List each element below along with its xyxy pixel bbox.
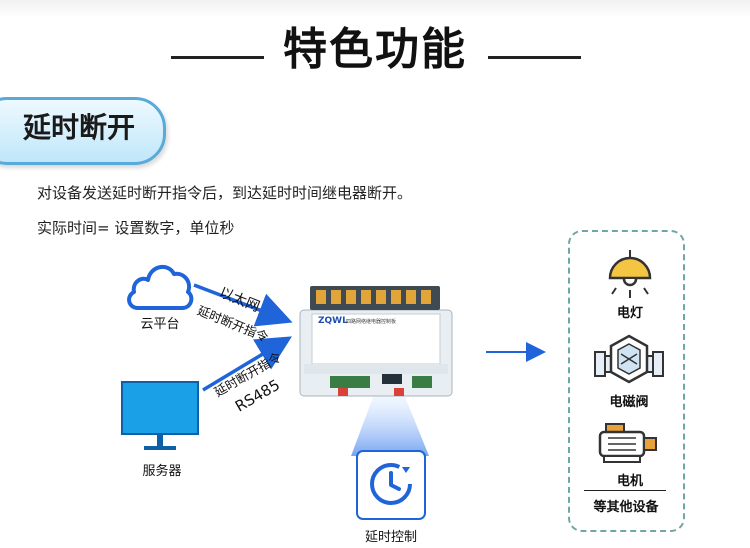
relay-device <box>299 286 453 397</box>
title-line-left <box>171 56 264 59</box>
motor-label: 电机 <box>616 474 643 489</box>
timer-icon <box>370 463 412 505</box>
delay-beam <box>351 392 429 456</box>
section-label: 延时断开 <box>23 111 136 144</box>
page-title: 特色功能 <box>283 24 467 75</box>
title-line-right <box>488 56 581 59</box>
valve-label: 电磁阀 <box>609 395 649 410</box>
cloud-icon <box>127 264 194 310</box>
server-label: 服务器 <box>142 464 182 479</box>
delay-control-label: 延时控制 <box>364 530 417 545</box>
device-brand: ZQWL <box>318 316 348 326</box>
device-name: 四路网络继电器控制板 <box>346 319 397 325</box>
description-line-1: 对设备发送延时断开指令后，到达延时时间继电器断开。 <box>37 184 413 202</box>
monitor-icon <box>121 381 199 450</box>
cloud-label: 云平台 <box>140 317 180 332</box>
description-line-2: 实际时间= 设置数字，单位秒 <box>37 219 235 237</box>
other-devices-label: 等其他设备 <box>593 500 659 515</box>
motor-icon <box>598 423 657 463</box>
top-shade <box>0 0 750 18</box>
lamp-label: 电灯 <box>616 306 643 321</box>
title-bar: 特色功能 <box>0 14 750 75</box>
outputs-panel <box>568 230 685 532</box>
section-pill <box>0 97 166 165</box>
lamp-icon <box>608 250 652 298</box>
valve-icon <box>594 334 664 384</box>
outputs-divider <box>584 490 666 491</box>
